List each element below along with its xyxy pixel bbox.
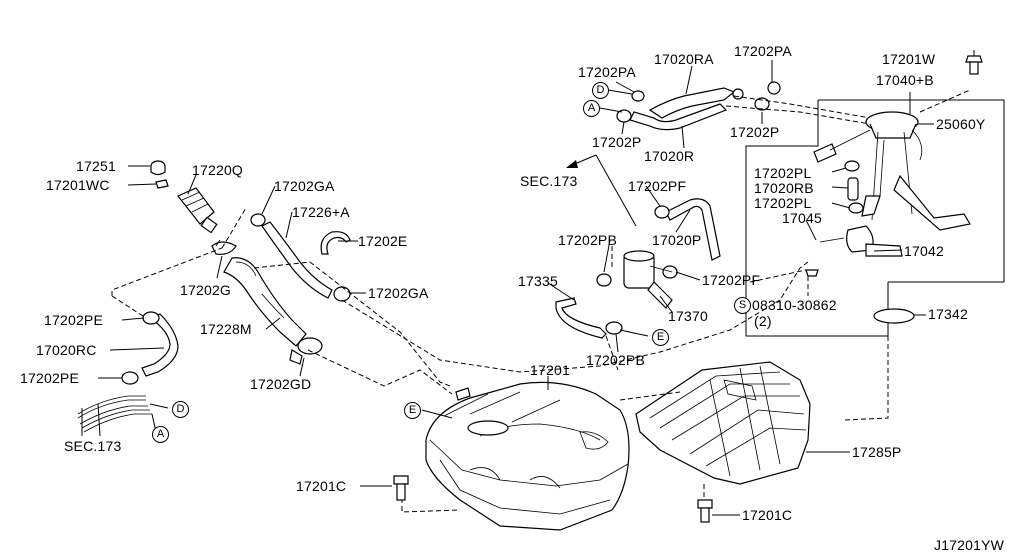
label-08310-qty: (2)	[754, 313, 772, 329]
label-sec173-mid: SEC.173	[520, 173, 578, 189]
filler-cap	[150, 160, 166, 176]
skid-plate-17285p	[635, 361, 811, 485]
label-17202pb-bot: 17202PB	[586, 352, 646, 368]
dashed-top	[725, 89, 971, 125]
clamp-17202pf-bot	[662, 265, 678, 279]
clamp-17202pf-top	[654, 205, 670, 219]
label-17220q: 17220Q	[192, 162, 244, 178]
label-17202pb-top: 17202PB	[558, 232, 618, 248]
label-17202p-right: 17202P	[730, 124, 780, 140]
label-17201c-left: 17201C	[296, 478, 347, 494]
label-17202pf-bot: 17202PF	[702, 272, 761, 288]
clamp-17202pe-top	[142, 311, 160, 325]
label-17201c-right: 17201C	[742, 507, 793, 523]
label-17251: 17251	[76, 158, 116, 174]
label-17202pl-top: 17202PL	[754, 165, 812, 181]
label-17201: 17201	[530, 362, 570, 378]
label-17020p: 17020P	[652, 232, 702, 248]
label-17228m: 17228M	[200, 321, 252, 337]
clamp-17202pb-top	[596, 273, 612, 287]
dashed-mid	[341, 261, 809, 373]
label-17202ga-top: 17202GA	[274, 178, 335, 194]
symbol-s: S	[734, 297, 751, 314]
clamps-17202p	[616, 97, 770, 123]
clamp-17202pe-bot	[121, 371, 139, 385]
label-17020ra: 17020RA	[654, 51, 714, 67]
label-reference-code: J17201YW	[934, 537, 1005, 553]
label-17285p: 17285P	[852, 444, 902, 460]
seal-17342	[873, 308, 915, 324]
dashed-left	[111, 207, 453, 395]
leaders-tank	[360, 376, 549, 513]
label-17020rc: 17020RC	[36, 342, 97, 358]
pipes-sec173-left	[77, 395, 152, 433]
label-17202e: 17202E	[358, 233, 408, 249]
bolt-17201w	[965, 55, 983, 75]
label-17042: 17042	[904, 243, 944, 259]
clamp-17202ga-top	[250, 213, 266, 227]
marker-d-top: D	[592, 82, 609, 99]
label-17202pe-bot: 17202PE	[20, 370, 80, 386]
marker-e-tank: E	[404, 402, 421, 419]
label-17202p-left: 17202P	[592, 134, 642, 150]
label-17202pe-top: 17202PE	[44, 312, 104, 328]
label-17202g: 17202G	[180, 282, 232, 298]
leaders-mid	[547, 185, 701, 353]
filler-neck	[177, 187, 218, 234]
label-25060y: 25060Y	[936, 116, 986, 132]
fuel-tank-17201	[425, 381, 630, 531]
label-17226a: 17226+A	[292, 204, 350, 220]
label-17342: 17342	[928, 306, 968, 322]
label-17202pa-left: 17202PA	[578, 64, 636, 80]
label-08310: 08310-30862	[752, 297, 837, 313]
clamp-17202pb-bot	[605, 321, 623, 335]
clamps-17202pa	[631, 81, 781, 102]
label-17335: 17335	[518, 273, 558, 289]
clamp-17202gd	[289, 337, 323, 365]
screw-08310	[805, 269, 819, 277]
label-17202pa-right: 17202PA	[734, 43, 792, 59]
bolt-17201c-left	[393, 475, 409, 501]
clamp-17202g	[211, 239, 237, 255]
label-17370: 17370	[668, 308, 708, 324]
assembly-frame	[745, 99, 1005, 337]
label-17202pf-top: 17202PF	[628, 178, 687, 194]
label-17040b: 17040+B	[876, 72, 934, 88]
hose-17020rc	[141, 313, 179, 377]
leaders-right	[749, 50, 975, 421]
clamp-17202e	[320, 231, 351, 255]
label-17020r: 17020R	[644, 148, 695, 164]
label-17202pl-bot: 17202PL	[754, 195, 812, 211]
marker-a-left: A	[152, 426, 169, 443]
label-17202gd: 17202GD	[250, 376, 312, 392]
leaders-left	[81, 165, 366, 437]
filler-hose-17228m	[223, 257, 307, 347]
label-17202ga-bot: 17202GA	[368, 285, 429, 301]
pipe-17020p	[665, 198, 721, 261]
marker-d-left: D	[172, 401, 189, 418]
fuel-pump-17040b	[813, 111, 971, 231]
label-17020rb: 17020RB	[754, 180, 814, 196]
leaders-top	[599, 60, 773, 149]
marker-a-top: A	[583, 100, 600, 117]
hose-17020rb	[844, 160, 864, 214]
label-sec173-left: SEC.173	[64, 438, 122, 454]
hose-17020r	[629, 103, 728, 131]
breather-hose-17226a	[261, 221, 333, 299]
label-17045: 17045	[782, 210, 822, 226]
fuel-level-17042	[819, 225, 903, 257]
canister-17370	[623, 250, 673, 309]
leaders-skid	[619, 391, 850, 516]
label-17201wc: 17201WC	[46, 177, 110, 193]
bolt-17201c-right	[697, 499, 713, 523]
filler-screw	[155, 179, 169, 189]
clamp-17202ga-bot	[333, 286, 351, 302]
label-17201w: 17201W	[882, 51, 936, 67]
marker-e-mid: E	[652, 329, 669, 346]
arrow-sec173-mid	[566, 154, 637, 227]
hose-17020ra	[648, 87, 736, 119]
hose-17335	[555, 297, 607, 339]
